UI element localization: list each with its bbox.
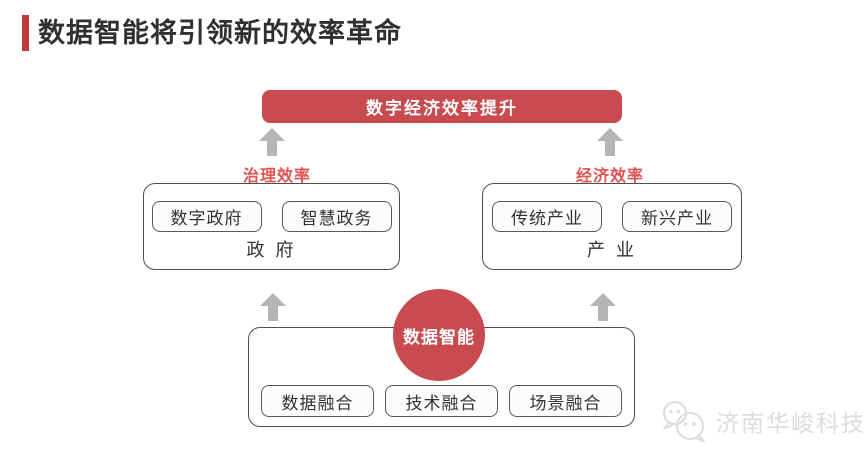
government-group-label: 政 府 — [246, 240, 297, 260]
title-accent-bar — [22, 15, 29, 51]
item-data-fusion: 数据融合 — [261, 385, 374, 417]
data-intelligence-label: 数据智能 — [403, 327, 475, 347]
item-digital-government: 数字政府 — [151, 201, 262, 232]
up-arrow-icon — [590, 293, 616, 321]
item-traditional-industry: 传统产业 — [492, 201, 602, 232]
item-scenario-fusion: 场景融合 — [509, 385, 622, 417]
page-title: 数据智能将引领新的效率革命 — [38, 18, 402, 48]
up-arrow-icon — [597, 128, 623, 156]
governance-efficiency-label: 治理效率 — [242, 168, 311, 185]
wechat-icon — [660, 398, 708, 444]
watermark: 济南华峻科技 — [660, 398, 866, 444]
government-group-box: 数字政府 智慧政务 政 府 — [143, 183, 400, 270]
item-emerging-industry: 新兴产业 — [622, 201, 732, 232]
government-item-row: 数字政府 智慧政务 — [144, 201, 399, 232]
industry-group-label: 产 业 — [586, 240, 637, 260]
data-intelligence-circle: 数据智能 — [393, 289, 485, 381]
up-arrow-icon — [259, 128, 285, 156]
top-result-box: 数字经济效率提升 — [262, 90, 622, 123]
watermark-text: 济南华峻科技 — [716, 410, 866, 436]
industry-item-row: 传统产业 新兴产业 — [483, 201, 741, 232]
item-technology-fusion: 技术融合 — [385, 385, 498, 417]
top-result-label: 数字经济效率提升 — [366, 99, 518, 118]
industry-group-box: 传统产业 新兴产业 产 业 — [482, 183, 742, 270]
economic-efficiency-label: 经济效率 — [575, 168, 644, 185]
up-arrow-icon — [260, 293, 286, 321]
item-smart-government-affairs: 智慧政务 — [281, 201, 392, 232]
fusion-item-row: 数据融合 技术融合 场景融合 — [249, 385, 634, 417]
